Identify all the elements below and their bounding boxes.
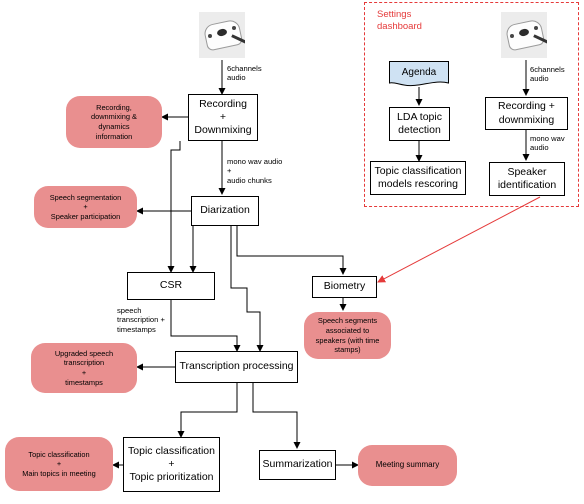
arrow-csr-to-transcription [170,300,241,352]
settings-dashboard-frame [364,2,579,207]
device-audio-label: 6channels audio [227,64,262,83]
upgraded-transcription-output: Upgraded speech transcription + timestam… [31,343,137,393]
biometry-box: Biometry [312,276,377,298]
device-settings-audio-label: 6channels audio [530,65,565,84]
mono-audio-chunks-note: mono wav audio + audio chunks [227,157,283,185]
summarization-box: Summarization [259,450,336,480]
speech-segments-output: Speech segments associated to speakers (… [304,312,391,359]
microphone-array-icon [199,12,245,58]
meeting-summary-output: Meeting summary [358,445,457,486]
recording-info-output: Recording, downmixing & dynamics informa… [66,96,162,148]
mono-audio-settings-note: mono wav audio [530,134,565,153]
arrow-diarization-to-transcription [230,226,264,352]
settings-dashboard-title: Settings dashboard [377,9,422,32]
lda-topic-detection-box: LDA topic detection [389,107,450,141]
recording-downmixing-box: Recording + Downmixing [188,94,258,141]
speaker-identification-box: Speaker identification [489,162,565,196]
speech-segmentation-output: Speech segmentation + Speaker participat… [34,186,137,228]
arrow-recording-to-csr [167,141,181,273]
transcription-processing-box: Transcription processing [175,351,298,383]
microphone-array-settings-icon [501,12,547,58]
recording-downmixing-settings-box: Recording + downmixing [485,97,568,130]
arrow-transcription-to-summarization [252,383,301,449]
diarization-box: Diarization [191,196,259,226]
topic-main-topics-output: Topic classification + Main topics in me… [5,437,113,491]
agenda-document: Agenda [389,61,449,89]
speech-transcription-note: speech transcription + timestamps [117,306,165,334]
topic-models-rescoring-box: Topic classification models rescoring [370,161,466,195]
arrow-transcription-to-topic [177,383,238,438]
arrow-diarization-to-biometry [236,226,347,275]
topic-classification-box: Topic classification + Topic prioritizat… [123,437,220,492]
arrow-speaker-to-biometry [377,196,541,283]
agenda-label: Agenda [401,67,437,78]
csr-box: CSR [127,272,215,300]
